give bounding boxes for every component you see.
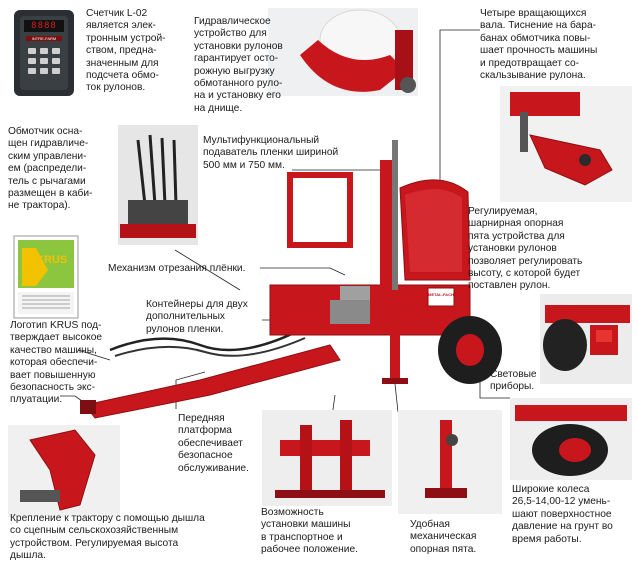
counter-device-photo <box>14 10 74 96</box>
caption-film-containers: Контейнеры для двух дополнительных рулон… <box>146 299 248 335</box>
counter-display: 8888 <box>31 21 57 31</box>
caption-lights: Световые приборы. <box>490 369 537 393</box>
hitch-photo <box>8 425 120 517</box>
wide-wheels-photo <box>510 398 632 480</box>
caption-hitch: Крепление к трактору с помощью дышла со … <box>10 513 205 562</box>
hydraulic-unload-photo <box>268 8 418 96</box>
caption-hydraulic-control: Обмотчик осна- щен гидравличе- ским упра… <box>8 126 93 212</box>
counter-brand: INTRE-FARM <box>31 36 57 41</box>
leader-support-foot <box>394 383 399 413</box>
caption-wide-wheels: Широкие колеса 26,5-14,00-12 умень- шают… <box>512 484 613 545</box>
front-platform-photo <box>262 410 392 506</box>
caption-support-foot: Удобная механическая опорная пята. <box>410 519 477 555</box>
lights-photo <box>540 294 632 384</box>
caption-hydraulic-unload: Гидравлическое устройство для установки … <box>194 16 283 114</box>
rollers-photo <box>500 86 632 202</box>
support-foot-photo <box>398 410 502 514</box>
caption-transport-position: Возможность установки машины в транспорт… <box>261 507 358 556</box>
leader-rollers <box>439 29 480 230</box>
caption-counter: Счетчик L-02 является элек- тронным устр… <box>86 8 166 94</box>
leader-film-cut <box>260 267 346 276</box>
caption-film-dispenser: Мультифункциональный подаватель пленки ш… <box>203 135 339 171</box>
krus-logo <box>13 235 79 319</box>
main-machine <box>80 140 502 419</box>
leader-krus <box>77 349 111 361</box>
leader-hydraulic <box>174 249 241 291</box>
caption-rollers: Четыре вращающихся вала. Тиснение на бар… <box>480 8 598 82</box>
caption-film-cut: Механизм отрезания плёнки. <box>108 263 246 274</box>
hydraulic-control-photo <box>118 125 198 245</box>
caption-support-foot-adjust: Регулируемая, шарнирная опорная пята уст… <box>468 206 583 292</box>
caption-front-platform: Передняя платформа обеспечивает безопасн… <box>178 413 249 474</box>
krus-logo-letters: KRUS <box>36 254 68 266</box>
caption-krus-logo: Логотип KRUS под- тверждает высокое каче… <box>10 320 103 406</box>
machine-decal: METAL-FACH <box>428 292 454 297</box>
